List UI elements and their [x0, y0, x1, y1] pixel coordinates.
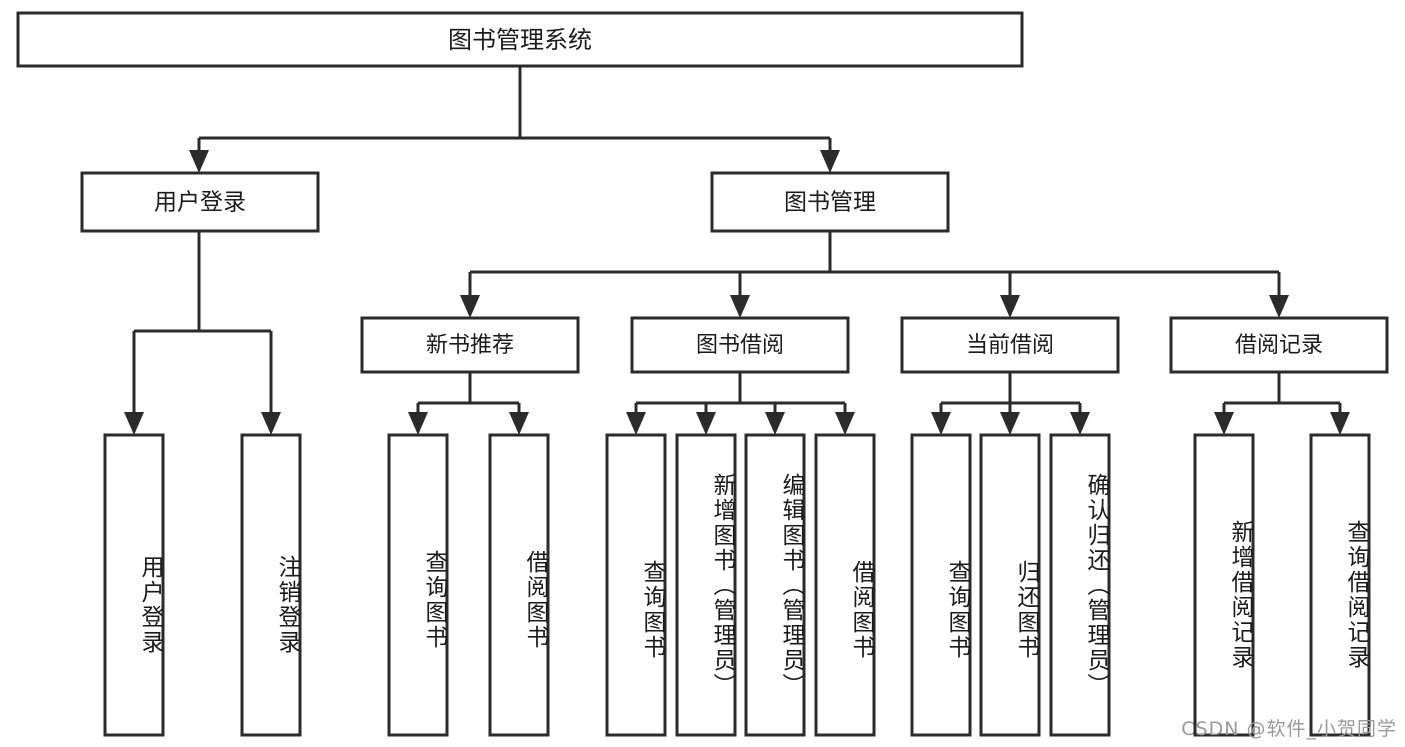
node-current-borrow-box[interactable] [900, 316, 1120, 374]
node-user-login-label: 用户登录 [154, 190, 246, 216]
arrow-bookmanage-to-recommend [460, 295, 480, 318]
arrow-current-leaf-1 [931, 412, 951, 435]
leaf-box-recommend-2[interactable] [488, 433, 550, 737]
arrow-recommend-leaf-2 [509, 412, 529, 435]
node-borrow-records-label: 借阅记录 [1235, 333, 1323, 358]
leaf-box-current-1[interactable] [910, 433, 972, 737]
leaf-box-user-login-2[interactable] [240, 433, 302, 737]
node-book-manage[interactable]: 图书管理 [710, 171, 950, 233]
leaf-box-borrow-3[interactable] [744, 433, 806, 737]
arrow-current-leaf-3 [1070, 412, 1090, 435]
arrow-recommend-leaf-1 [408, 412, 428, 435]
node-borrow-records-box[interactable] [1169, 316, 1389, 374]
node-root-label: 图书管理系统 [448, 26, 592, 54]
node-book-manage-box[interactable] [710, 171, 950, 233]
arrow-borrow-leaf-2 [696, 412, 716, 435]
leaf-box-current-3[interactable] [1049, 433, 1111, 737]
leaf-box-borrow-2[interactable] [675, 433, 737, 737]
node-borrow-records[interactable]: 借阅记录 [1169, 316, 1389, 374]
node-current-borrow-label: 当前借阅 [966, 333, 1054, 358]
arrow-records-leaf-1 [1214, 412, 1234, 435]
arrow-bookmanage-to-borrow [730, 295, 750, 318]
watermark-text: CSDN @软件_小贺同学 [1181, 718, 1397, 740]
arrow-current-leaf-2 [1000, 412, 1020, 435]
leaf-box-recommend-1[interactable] [387, 433, 449, 737]
leaf-box-user-login-1[interactable] [103, 433, 165, 737]
leaf-box-records-2[interactable] [1309, 433, 1371, 737]
leaf-boxes-group [103, 433, 1371, 737]
arrow-borrow-leaf-3 [765, 412, 785, 435]
node-new-book-recommend-label: 新书推荐 [426, 333, 514, 358]
arrow-userlogin-leaf-1 [124, 412, 144, 435]
node-book-borrow-box[interactable] [630, 316, 850, 374]
arrow-borrow-leaf-4 [835, 412, 855, 435]
leaf-box-borrow-4[interactable] [814, 433, 876, 737]
leaf-box-borrow-1[interactable] [605, 433, 667, 737]
arrow-root-to-book-manage [820, 150, 840, 173]
node-current-borrow[interactable]: 当前借阅 [900, 316, 1120, 374]
node-book-manage-label: 图书管理 [784, 190, 876, 216]
node-user-login-box[interactable] [80, 171, 320, 233]
arrow-borrow-leaf-1 [626, 412, 646, 435]
node-new-book-recommend[interactable]: 新书推荐 [360, 316, 580, 374]
node-root-box[interactable] [16, 11, 1024, 68]
leaf-box-current-2[interactable] [979, 433, 1041, 737]
leaf-box-records-1[interactable] [1193, 433, 1255, 737]
connectors-group [124, 66, 1350, 435]
arrow-records-leaf-2 [1330, 412, 1350, 435]
arrow-root-to-user-login [189, 150, 209, 173]
arrow-bookmanage-to-current [1000, 295, 1020, 318]
arrow-bookmanage-to-records [1269, 295, 1289, 318]
node-book-borrow[interactable]: 图书借阅 [630, 316, 850, 374]
node-user-login[interactable]: 用户登录 [80, 171, 320, 233]
node-book-borrow-label: 图书借阅 [696, 333, 784, 358]
node-root[interactable]: 图书管理系统 [16, 11, 1024, 68]
arrow-userlogin-leaf-2 [261, 412, 281, 435]
node-new-book-recommend-box[interactable] [360, 316, 580, 374]
